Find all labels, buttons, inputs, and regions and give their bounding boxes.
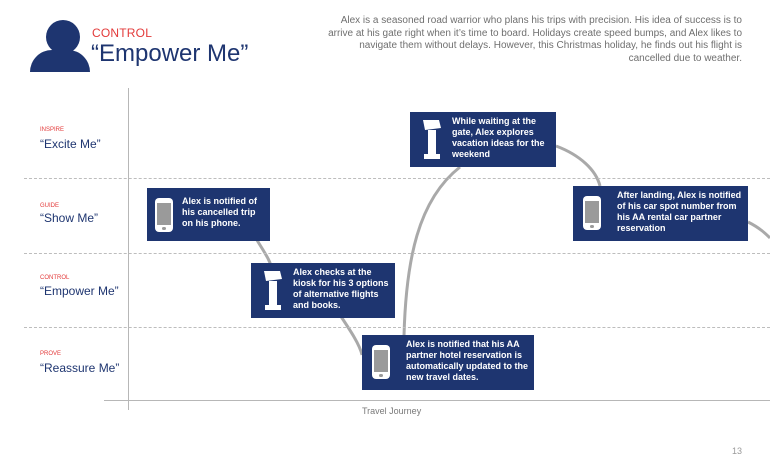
lane-name-prove: “Reassure Me” xyxy=(40,361,120,375)
scenario-description: Alex is a seasoned road warrior who plan… xyxy=(328,15,742,64)
x-axis xyxy=(104,400,770,401)
journey-step-card: After landing, Alex is notified of his c… xyxy=(573,186,748,241)
step-text: While waiting at the gate, Alex explores… xyxy=(452,116,545,159)
journey-step-card: Alex checks at the kiosk for his 3 optio… xyxy=(251,263,395,318)
lane-divider xyxy=(24,178,770,179)
step-text: After landing, Alex is notified of his c… xyxy=(617,190,742,233)
lane-name-control: “Empower Me” xyxy=(40,284,119,298)
step-text: Alex checks at the kiosk for his 3 optio… xyxy=(293,267,389,310)
persona-title: “Empower Me” xyxy=(91,40,249,67)
persona-label: CONTROL xyxy=(92,26,153,40)
kiosk-icon xyxy=(420,118,442,160)
lane-name-inspire: “Excite Me” xyxy=(40,137,101,151)
y-axis xyxy=(128,88,129,410)
step-text: Alex is notified of his cancelled trip o… xyxy=(182,196,258,228)
lane-name-guide: “Show Me” xyxy=(40,211,99,225)
lane-tag-inspire: INSPIRE xyxy=(40,127,65,133)
journey-step-card: Alex is notified of his cancelled trip o… xyxy=(147,188,270,241)
phone-icon xyxy=(372,345,390,379)
lane-tag-control: CONTROL xyxy=(40,275,70,281)
lane-tag-prove: PROVE xyxy=(40,351,62,357)
phone-icon xyxy=(583,196,601,230)
phone-icon xyxy=(155,198,173,232)
kiosk-icon xyxy=(261,269,283,311)
lane-divider xyxy=(24,253,770,254)
step-text: Alex is notified that his AA partner hot… xyxy=(406,339,529,382)
persona-icon xyxy=(46,20,80,54)
journey-step-card: Alex is notified that his AA partner hot… xyxy=(362,335,534,390)
journey-step-card: While waiting at the gate, Alex explores… xyxy=(410,112,556,167)
lane-divider xyxy=(24,327,770,328)
x-axis-label: Travel Journey xyxy=(362,406,422,416)
persona-icon-body xyxy=(30,50,90,72)
lane-tag-guide: GUIDE xyxy=(40,203,60,209)
page-number: 13 xyxy=(732,446,743,456)
